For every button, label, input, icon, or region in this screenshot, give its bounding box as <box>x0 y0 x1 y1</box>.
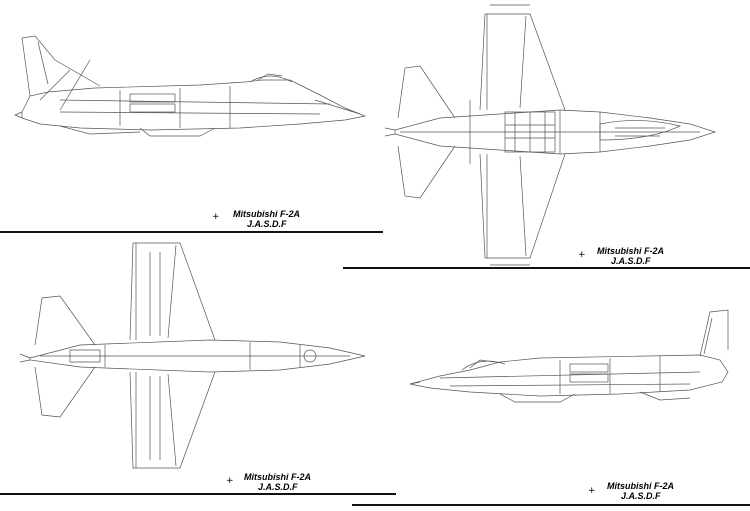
caption-model: Mitsubishi F-2A <box>597 246 664 256</box>
divider-rule <box>0 231 383 233</box>
caption-side-view-bottom: Mitsubishi F-2A J.A.S.D.F <box>607 481 674 501</box>
divider-rule <box>343 267 750 269</box>
divider-rule <box>352 504 750 506</box>
side-view-nose-left <box>409 309 729 403</box>
caption-model: Mitsubishi F-2A <box>244 472 311 482</box>
center-cross-icon: + <box>212 212 220 222</box>
caption-model: Mitsubishi F-2A <box>233 209 300 219</box>
caption-operator: J.A.S.D.F <box>247 219 287 229</box>
side-view-nose-right <box>14 35 367 137</box>
caption-operator: J.A.S.D.F <box>611 256 651 266</box>
top-view-nose-right <box>384 4 717 266</box>
center-cross-icon: + <box>226 476 234 486</box>
caption-operator: J.A.S.D.F <box>621 491 661 501</box>
caption-side-view-top: Mitsubishi F-2A J.A.S.D.F <box>233 209 300 229</box>
caption-operator: J.A.S.D.F <box>258 482 298 492</box>
center-cross-icon: + <box>578 250 586 260</box>
divider-rule <box>0 493 396 495</box>
center-cross-icon: + <box>588 486 596 496</box>
bottom-view-nose-right <box>19 242 366 469</box>
caption-model: Mitsubishi F-2A <box>607 481 674 491</box>
caption-bottom-view: Mitsubishi F-2A J.A.S.D.F <box>244 472 311 492</box>
caption-top-view: Mitsubishi F-2A J.A.S.D.F <box>597 246 664 266</box>
